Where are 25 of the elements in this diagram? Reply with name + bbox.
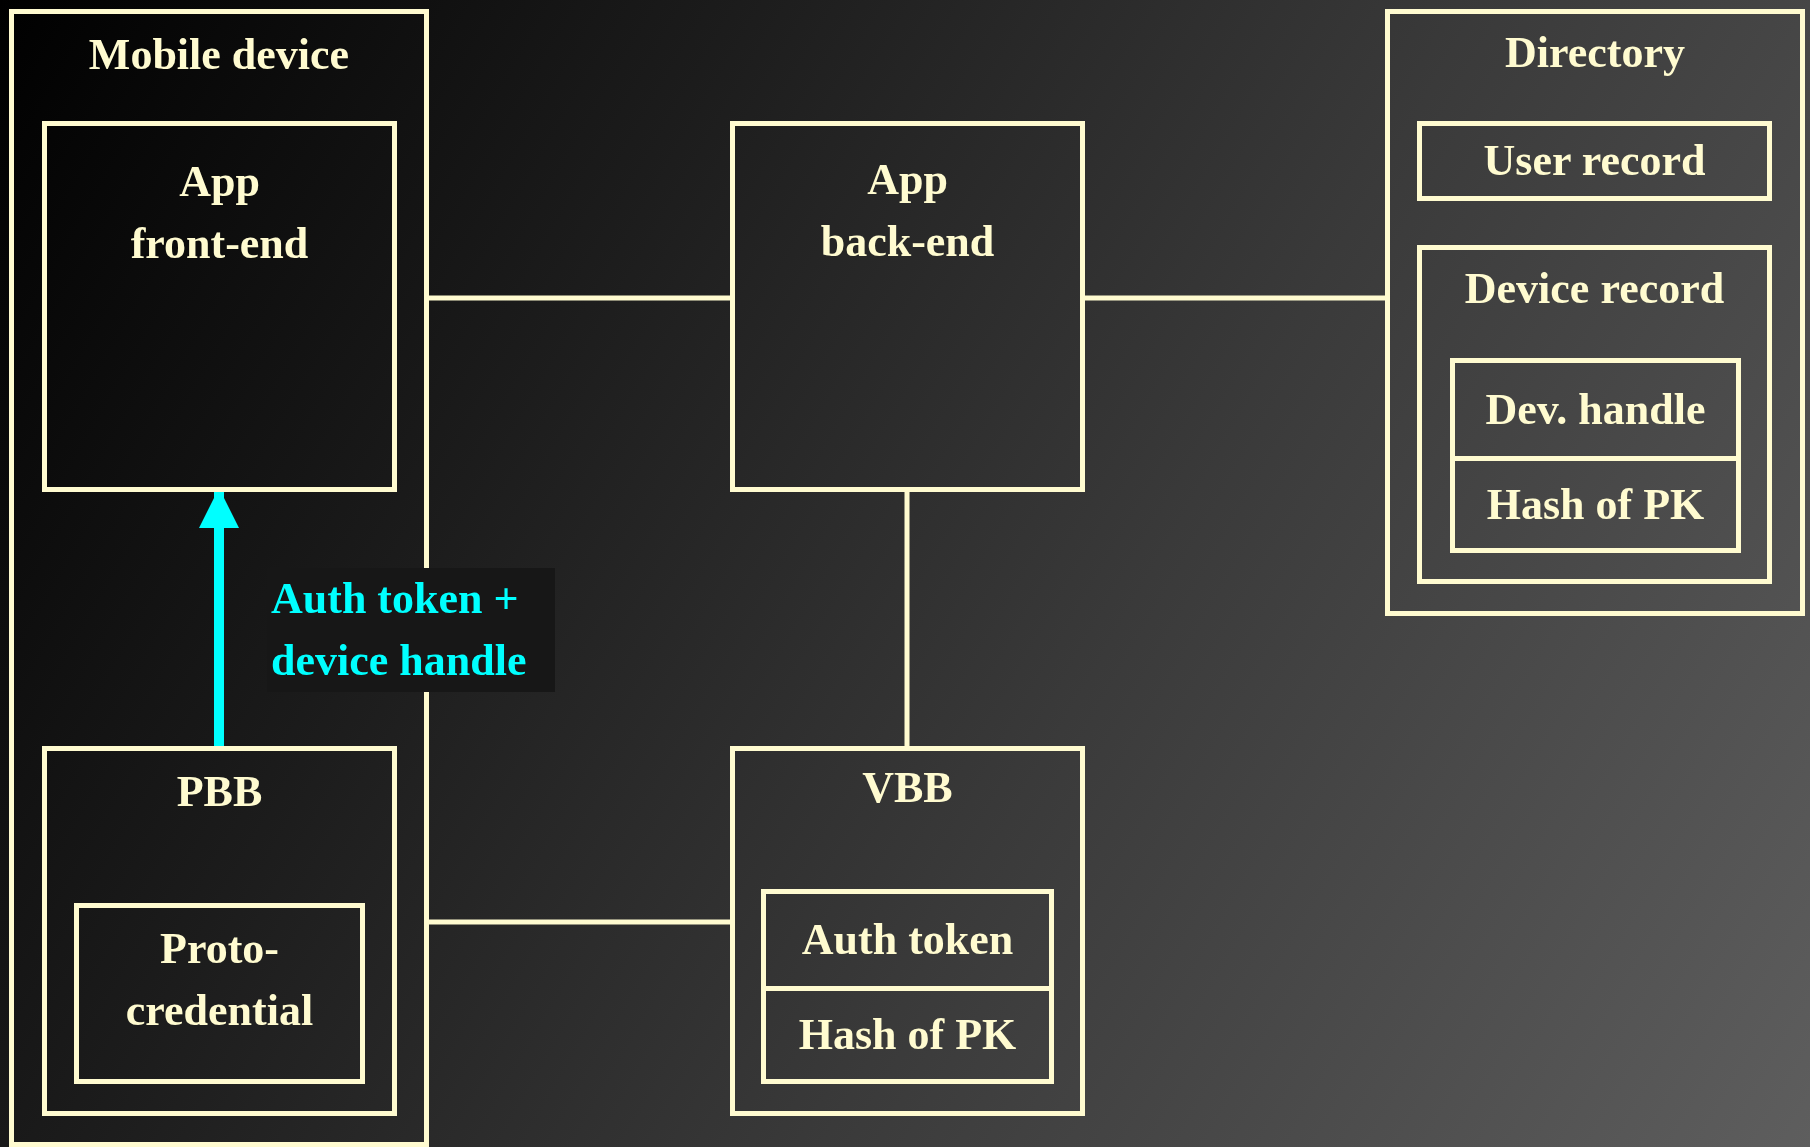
box-label: Device record [1464,263,1725,315]
box-label: Proto- credential [124,923,315,1037]
box-label: PBB [176,766,263,818]
box-label: Hash of PK [1486,478,1705,531]
box-label: Directory [1505,27,1685,79]
box-label: App front-end [129,156,310,270]
component-box [730,746,1085,1116]
box-label: Auth token [801,914,1014,966]
connector-line [429,295,730,301]
directory-container [1385,9,1805,616]
record-box [74,903,365,1084]
component-box [1417,245,1772,584]
box-label: Mobile device [88,29,350,81]
box-label: User record [1483,135,1706,187]
box-label: Hash of PK [798,1009,1017,1061]
component-box [730,121,1085,492]
connector-line [1085,295,1385,301]
box-label: App back-end [819,154,996,268]
connector-line [904,492,910,746]
record-box [1417,121,1772,201]
record-box [42,121,397,492]
box-label: VBB [862,762,953,814]
component-box [42,746,397,1116]
box-label: Dev. handle [1485,383,1706,436]
connector-line [429,919,730,925]
